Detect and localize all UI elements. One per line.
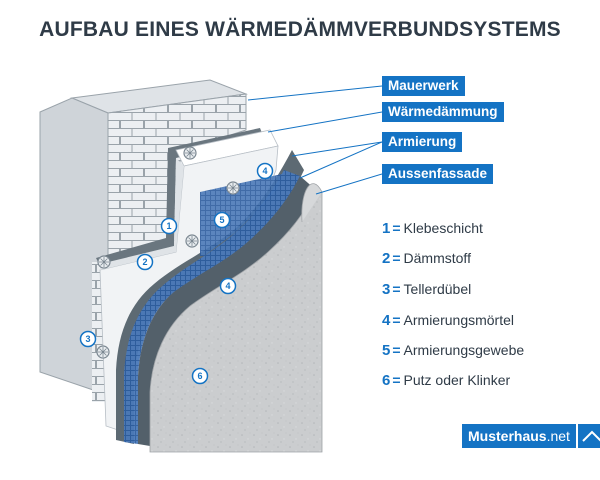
dowel-icon	[185, 234, 199, 248]
dowel-icon	[97, 255, 111, 269]
svg-text:4: 4	[225, 281, 230, 291]
badge-6: 6	[191, 367, 209, 385]
mesh-upper-panel	[200, 174, 282, 256]
legend-item: 5=Armierungsgewebe	[382, 340, 524, 360]
dowel-icon	[96, 345, 110, 359]
legend-item: 3=Tellerdübel	[382, 279, 471, 299]
dowel-icon	[226, 181, 240, 195]
legend-text: Armierungsmörtel	[403, 312, 515, 328]
badge-4-upper: 4	[256, 162, 274, 180]
legend-number: 4	[382, 312, 391, 329]
svg-text:2: 2	[142, 257, 147, 267]
svg-text:3: 3	[85, 334, 90, 344]
legend-number: 5	[382, 342, 391, 359]
roof-icon	[577, 424, 600, 448]
legend-text: Klebeschicht	[403, 220, 483, 236]
legend-item: 1=Klebeschicht	[382, 218, 483, 238]
outer-mortar	[138, 176, 316, 446]
dowel-icon	[183, 146, 197, 160]
label-mauerwerk: Mauerwerk	[382, 76, 465, 96]
legend-item: 2=Dämmstoff	[382, 248, 471, 268]
legend-text: Putz oder Klinker	[403, 372, 511, 388]
page-title: AUFBAU EINES WÄRMEDÄMMVERBUNDSYSTEMS	[39, 18, 561, 41]
legend-number: 1	[382, 220, 391, 237]
badge-2: 2	[136, 253, 154, 271]
legend-text: Armierungsgewebe	[403, 342, 525, 358]
svg-text:5: 5	[219, 215, 224, 225]
brand-name: Musterhaus	[468, 428, 547, 444]
svg-text:4: 4	[262, 166, 267, 176]
legend-equals: =	[392, 220, 401, 236]
reinforcement-mesh	[124, 170, 300, 444]
legend-equals: =	[392, 281, 401, 297]
legend-number: 2	[382, 250, 391, 267]
brand-logo[interactable]: Musterhaus.net	[462, 424, 600, 448]
legend-number: 6	[382, 372, 391, 389]
legend-text: Dämmstoff	[403, 250, 471, 266]
label-waermedaemmung: Wärmedämmung	[382, 102, 504, 122]
badge-1: 1	[160, 217, 178, 235]
brand-suffix: .net	[546, 428, 570, 444]
badge-4-lower: 4	[219, 277, 237, 295]
legend-equals: =	[392, 250, 401, 266]
legend-number: 3	[382, 281, 391, 298]
svg-text:6: 6	[197, 371, 202, 381]
label-armierung: Armierung	[382, 132, 463, 152]
legend-equals: =	[392, 342, 401, 358]
finish-plaster	[149, 189, 323, 453]
leader-lines	[247, 85, 383, 195]
legend-text: Tellerdübel	[403, 281, 472, 297]
svg-text:1: 1	[166, 221, 171, 231]
legend-equals: =	[392, 372, 401, 388]
brand-wordmark: Musterhaus.net	[462, 424, 576, 448]
label-aussenfassade: Aussenfassade	[382, 164, 494, 184]
legend-equals: =	[392, 312, 401, 328]
badge-3: 3	[79, 330, 97, 348]
legend-item: 6=Putz oder Klinker	[382, 370, 510, 390]
legend-item: 4=Armierungsmörtel	[382, 310, 514, 330]
badge-5: 5	[213, 211, 231, 229]
